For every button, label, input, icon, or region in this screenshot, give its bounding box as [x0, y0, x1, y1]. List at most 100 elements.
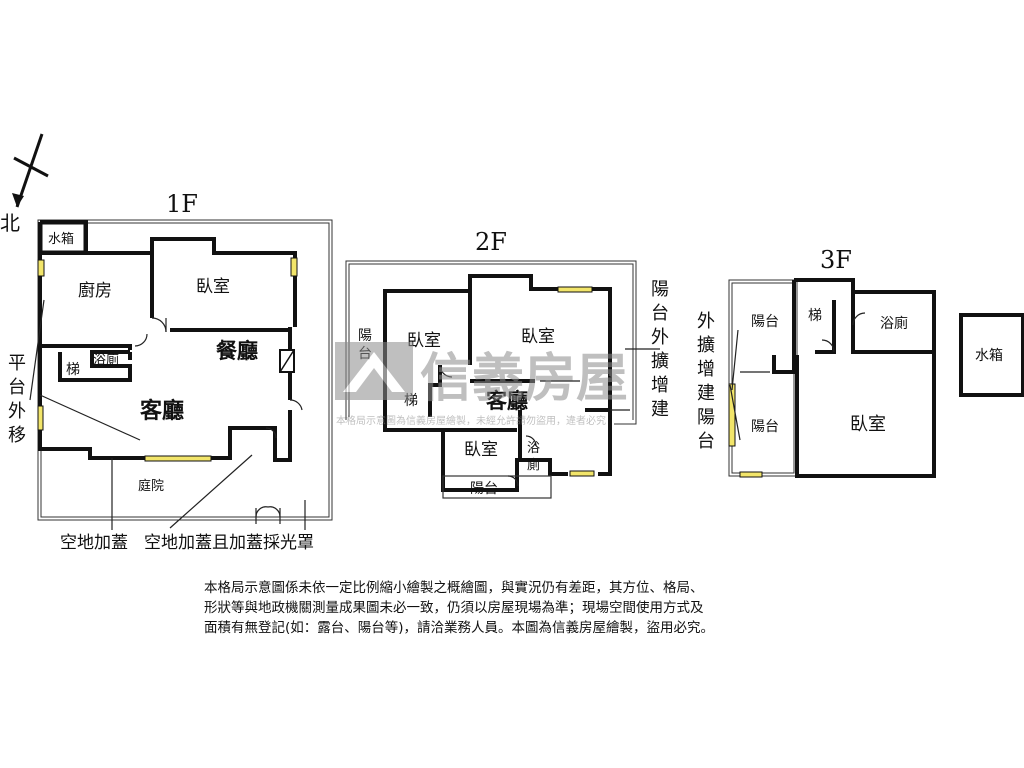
- floor-1f-leader-platform: [29, 299, 45, 401]
- floor-2f-bedroom-c-label: 臥室: [464, 440, 498, 460]
- floor-1f-bedroom-label: 臥室: [196, 277, 230, 297]
- floor-3f-title: 3F: [820, 246, 852, 274]
- floor-3f-balcony-outline-inner: [731, 282, 795, 474]
- floor-1f-stairs-label: 梯: [66, 362, 80, 378]
- floor-1f-window-living: [144, 455, 212, 462]
- disclaimer: 本格局示意圖係未依一定比例縮小繪製之概繪圖，與實況仍有差距，其方位、格局、 形狀…: [204, 578, 824, 638]
- floor-2f-balcony-left-1: 陽: [358, 328, 372, 344]
- floor-2f-bath-2: 廁: [527, 457, 540, 473]
- floor-1f-platform-note-4: 移: [8, 425, 26, 446]
- floor-1f-door-side-icon: [289, 399, 303, 411]
- floor-3f-ext-note-5: 陽: [697, 407, 715, 428]
- floor-1f-bath-label: 浴廁: [93, 352, 119, 368]
- compass-arrowhead-icon: [12, 193, 24, 207]
- floor-2f-ext-note-2: 台: [651, 303, 669, 324]
- disclaimer-line-2: 形狀等與地政機關測量成果圖未必一致，仍須以房屋現場為準；現場空間使用方式及: [204, 600, 704, 616]
- floor-3f-ext-note-1: 外: [697, 311, 715, 332]
- floor-2f-bedroom-a-label: 臥室: [407, 331, 441, 351]
- roof-water-tank-label: 水箱: [975, 348, 1003, 364]
- floor-1f-courtyard-label: 庭院: [138, 478, 164, 494]
- floor-2f-wall-bottom: [383, 417, 568, 492]
- watermark-brand: 信義房屋: [420, 349, 628, 409]
- floor-2f-bath-1: 浴: [527, 441, 540, 456]
- floor-3f-wall-bath: [851, 292, 934, 354]
- disclaimer-line-3: 面積有無登記(如：露台、陽台等)，請洽業務人員。本圖為信義房屋繪製，盜用必究。: [204, 620, 715, 636]
- floor-1f-wall-kitchen: [40, 251, 154, 318]
- watermark-fine-print: 本格局示意圖為信義房屋繪製，未經允許請勿盜用，違者必究: [336, 414, 606, 427]
- floor-2f-door-stair-icon: [439, 364, 453, 378]
- compass-needle: [15, 133, 44, 208]
- floor-2f-title: 2F: [475, 228, 507, 256]
- floor-1f-water-tank-box: [41, 223, 85, 252]
- floor-1f-door-bedroom-icon: [151, 317, 167, 333]
- floor-3f-leader-b: [729, 384, 741, 441]
- floor-2f-outline-inner: [348, 263, 634, 420]
- floor-3f-ext-note-4: 建: [697, 383, 715, 404]
- floor-3f-bath-label: 浴廁: [880, 315, 908, 332]
- floor-3f: 3F 陽台 梯 浴廁 陽台 臥室 外 擴 增 建 陽 台: [697, 246, 936, 478]
- floor-3f-door-stair-icon: [821, 339, 835, 353]
- floor-1f-kitchen-label: 廚房: [78, 280, 112, 301]
- floor-1f-covered-note: 空地加蓋: [60, 533, 128, 553]
- compass: 北: [0, 133, 49, 235]
- floor-1f-window-kitchen: [37, 259, 45, 277]
- floor-2f-ext-note-6: 建: [651, 399, 669, 420]
- floor-2f-ext-note-1: 陽: [651, 279, 669, 300]
- floor-2f-window-bottom: [569, 470, 595, 477]
- floor-3f-wall-step: [772, 355, 797, 374]
- floor-1f-door-kitchen-icon: [134, 333, 148, 347]
- disclaimer-line-1: 本格局示意圖係未依一定比例縮小繪製之概繪圖，與實況仍有差距，其方位、格局、: [204, 580, 704, 596]
- floor-2f-ext-note-3: 外: [651, 327, 669, 348]
- watermark-logo-roof-icon: [343, 352, 405, 392]
- floor-1f-dining-label: 餐廳: [216, 338, 258, 363]
- floor-3f-stairs-label: 梯: [808, 308, 822, 324]
- floor-1f: 1F: [8, 190, 333, 553]
- floor-2f-door-bath-icon: [525, 435, 537, 447]
- floor-1f-window-bedroom: [290, 257, 298, 277]
- floor-1f-water-tank-label: 水箱: [48, 231, 74, 247]
- floor-1f-leader-diagonal: [39, 394, 141, 441]
- floor-3f-balcony-top-label: 陽台: [751, 314, 779, 330]
- floor-3f-leader-a: [731, 329, 739, 391]
- roof: 水箱: [959, 313, 1024, 397]
- floor-3f-window-bottom: [739, 471, 763, 478]
- floor-1f-platform-note-2: 台: [8, 377, 26, 398]
- watermark: 信義房屋 本格局示意圖為信義房屋繪製，未經允許請勿盜用，違者必究: [335, 342, 628, 427]
- floor-1f-leader-skylight-a: [169, 454, 253, 529]
- floor-3f-balcony-outline-outer: [728, 279, 798, 477]
- floor-3f-ext-note-6: 台: [697, 431, 715, 452]
- floor-2f-outline-outer: [345, 260, 637, 425]
- floor-2f-ext-note-5: 增: [651, 375, 669, 396]
- floor-3f-door-bath-icon: [852, 312, 866, 326]
- floor-2f-living-label: 客廳: [486, 388, 528, 413]
- floor-1f-wall-stair-bath: [58, 350, 132, 382]
- floor-1f-window-left: [37, 405, 44, 431]
- floor-2f-balcony-bottom-box: [442, 475, 552, 499]
- roof-water-tank-box: [959, 313, 1024, 397]
- compass-crossbar: [13, 156, 49, 178]
- floor-1f-wall-top: [40, 220, 297, 327]
- floor-2f-ext-note-4: 擴: [651, 351, 669, 372]
- floor-2f-door-balcony-icon: [507, 475, 519, 487]
- floor-2f-balcony-bottom-label: 陽台: [470, 481, 498, 497]
- floor-2f-window-top: [557, 286, 593, 293]
- floor-3f-bedroom-label: 臥室: [850, 414, 886, 435]
- floor-1f-wall-left-bottom: [38, 222, 292, 462]
- floor-1f-covered-skylight-note: 空地加蓋且加蓋採光罩: [144, 533, 314, 553]
- floor-1f-gate: [255, 506, 281, 524]
- floor-1f-closet-mark: [279, 349, 295, 373]
- floor-3f-ext-note-3: 增: [697, 359, 715, 380]
- floor-3f-wall-outer: [794, 278, 936, 478]
- floor-2f: 2F 陽 台 臥室 臥室 梯 客廳 臥室 浴 廁: [345, 228, 669, 499]
- floor-2f-wall-stair: [428, 365, 442, 417]
- floor-1f-title: 1F: [166, 190, 198, 218]
- floor-2f-bedroom-b-label: 臥室: [521, 327, 555, 347]
- floor-1f-living-label: 客廳: [140, 398, 184, 424]
- floor-3f-ext-note-2: 擴: [697, 335, 715, 356]
- floor-1f-platform-note-3: 外: [8, 401, 26, 422]
- compass-north-label: 北: [0, 211, 20, 235]
- floor-2f-wall-outer: [383, 274, 612, 476]
- floor-1f-platform-note-1: 平: [8, 353, 26, 374]
- floor-1f-door-back-icon: [265, 427, 277, 439]
